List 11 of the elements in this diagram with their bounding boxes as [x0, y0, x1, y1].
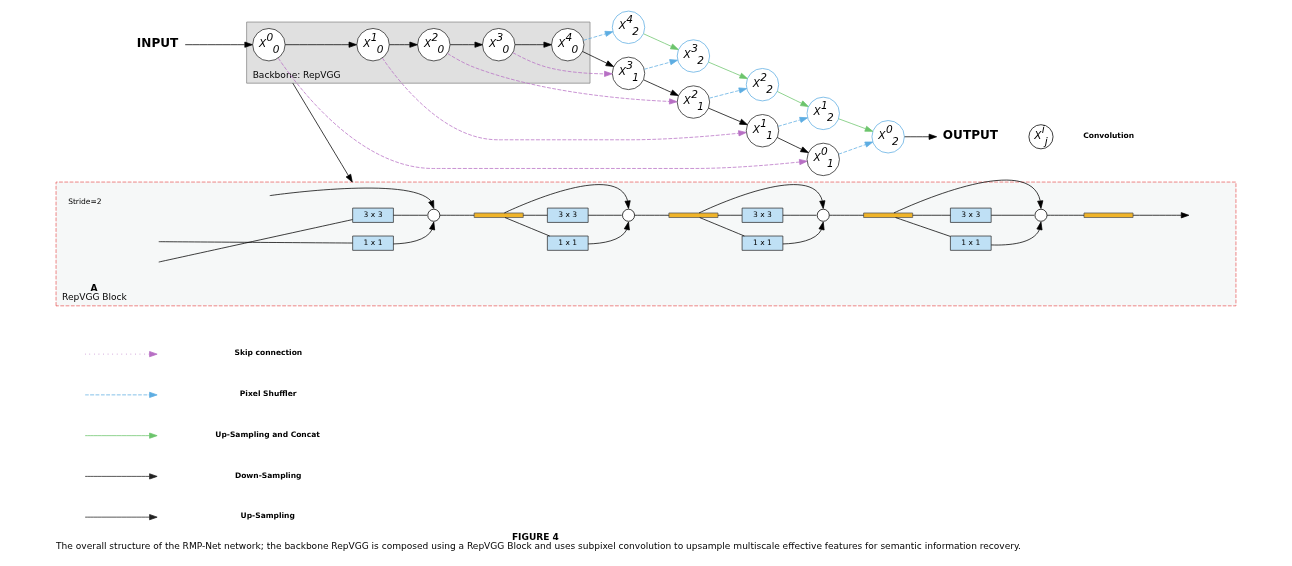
legend-label: Up-Sampling and Concat: [215, 429, 320, 439]
caption: The overall structure of the RMP-Net network; the backbone RepVGG is composed using a RepVGG Block and uses subpixel convolution to upsample multiscale effective features for semantic information recovery.: [56, 541, 1021, 552]
legend-label: Convolution: [1083, 130, 1135, 140]
legend-label: Pixel Shuffler: [239, 389, 297, 399]
legend-label: Up-Sampling: [240, 511, 295, 521]
diagram-title: FIGURE 4: [511, 532, 559, 543]
node-text: INPUT: [136, 35, 179, 50]
legend-label: Down-Sampling: [234, 470, 302, 480]
legend-label: Skip connection: [234, 348, 303, 358]
node-text: OUTPUT: [942, 127, 999, 142]
label: Stride=2: [68, 196, 102, 206]
